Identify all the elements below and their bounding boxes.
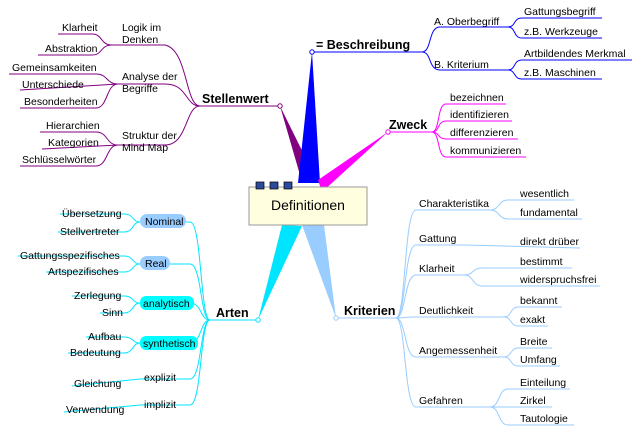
node-joint [385, 129, 391, 135]
item-gemeinsamkeiten[interactable]: Gemeinsamkeiten [12, 62, 97, 74]
item-breite[interactable]: Breite [520, 336, 548, 348]
branch-arten [258, 225, 302, 320]
item-identifizieren[interactable]: identifizieren [450, 109, 509, 121]
item-bekannt[interactable]: bekannt [520, 295, 557, 307]
item-gattungsbegriff[interactable]: Gattungsbegriff [524, 6, 596, 18]
item-zb-maschinen[interactable]: z.B. Maschinen [524, 67, 596, 79]
center-title: Definitionen [271, 197, 345, 213]
branch-kriterien [302, 225, 336, 318]
kriterien-group-gefahren[interactable]: Gefahren [419, 395, 463, 407]
branch-zweck [318, 132, 388, 192]
kriterien-group-gattung[interactable]: Gattung [419, 233, 457, 245]
arten-label[interactable]: Arten [216, 306, 249, 320]
item-gleichung[interactable]: Gleichung [74, 378, 121, 390]
stellenwert-group-logik-line2[interactable]: Denken [122, 34, 158, 46]
analytisch-badge [140, 296, 194, 310]
arten-group-explizit[interactable]: explizit [144, 372, 176, 384]
item-zb-werkzeuge[interactable]: z.B. Werkzeuge [524, 26, 598, 38]
item-widerspruchsfrei[interactable]: widerspruchsfrei [519, 274, 596, 286]
item-gattungsspezifisches[interactable]: Gattungsspezifisches [20, 250, 120, 262]
kriterien-group-charakteristika[interactable]: Charakteristika [419, 198, 489, 210]
beschreibung-label[interactable]: = Beschreibung [316, 38, 410, 52]
item-kategorien[interactable]: Kategorien [48, 137, 99, 149]
stellenwert-group-analyse-line1[interactable]: Analyse der [122, 71, 178, 83]
beschreibung-group-kriterium[interactable]: B. Kriterium [434, 59, 489, 71]
kriterien-group-angemessenheit[interactable]: Angemessenheit [419, 345, 497, 357]
node-joint [309, 49, 315, 55]
item-kommunizieren[interactable]: kommunizieren [450, 145, 521, 157]
arten-group-analytisch[interactable]: analytisch [143, 298, 190, 310]
item-verwendung[interactable]: Verwendung [66, 404, 125, 416]
arten-group-synthetisch[interactable]: synthetisch [143, 338, 196, 350]
node-joint [277, 103, 283, 109]
item-stellvertreter[interactable]: Stellvertreter [60, 226, 120, 238]
item-aufbau[interactable]: Aufbau [88, 331, 121, 343]
item-direkt-drueber[interactable]: direkt drüber [520, 236, 579, 248]
node-joint [255, 317, 261, 323]
item-zerlegung[interactable]: Zerlegung [74, 290, 121, 302]
stellenwert-group-struktur-line2[interactable]: Mind Map [122, 142, 168, 154]
item-schluesselwoerter[interactable]: Schlüsselwörter [22, 154, 97, 166]
item-bedeutung[interactable]: Bedeutung [70, 347, 121, 359]
item-exakt[interactable]: exakt [520, 314, 545, 326]
item-tautologie[interactable]: Tautologie [520, 413, 568, 425]
stellenwert-group-struktur-line1[interactable]: Struktur der [122, 130, 177, 142]
nominal-badge [140, 214, 186, 228]
real-badge [140, 256, 170, 270]
item-abstraktion[interactable]: Abstraktion [45, 43, 98, 55]
branch-beschreibung [298, 52, 320, 183]
kriterien-label[interactable]: Kriterien [344, 304, 395, 318]
item-artspezifisches[interactable]: Artspezifisches [48, 266, 119, 278]
item-klarheit[interactable]: Klarheit [62, 22, 98, 34]
item-hierarchien[interactable]: Hierarchien [46, 120, 100, 132]
item-zirkel[interactable]: Zirkel [520, 395, 546, 407]
center-node-handle [255, 181, 265, 190]
zweck-label[interactable]: Zweck [389, 118, 427, 132]
beschreibung-group-oberbegriff[interactable]: A. Oberbegriff [434, 16, 499, 28]
item-bezeichnen[interactable]: bezeichnen [450, 92, 504, 104]
arten-group-nominal[interactable]: Nominal [145, 216, 184, 228]
item-wesentlich[interactable]: wesentlich [519, 188, 569, 200]
item-sinn[interactable]: Sinn [102, 307, 123, 319]
stellenwert-label[interactable]: Stellenwert [202, 92, 270, 106]
item-besonderheiten[interactable]: Besonderheiten [24, 96, 98, 108]
stellenwert-group-logik-line1[interactable]: Logik im [122, 22, 161, 34]
node-joint [333, 315, 339, 321]
item-umfang[interactable]: Umfang [520, 354, 557, 366]
arten-group-real[interactable]: Real [145, 258, 167, 270]
item-einteilung[interactable]: Einteilung [520, 377, 566, 389]
item-artbildendes-merkmal[interactable]: Artbildendes Merkmal [524, 48, 626, 60]
item-uebersetzung[interactable]: Übersetzung [62, 208, 122, 220]
synthetisch-badge [140, 336, 198, 350]
stellenwert-group-analyse-line2[interactable]: Begriffe [122, 83, 158, 95]
item-fundamental[interactable]: fundamental [520, 207, 578, 219]
center-node-handle [283, 181, 293, 190]
center-node[interactable]: Definitionen [248, 181, 368, 226]
center-node-handle [269, 181, 279, 190]
item-differenzieren[interactable]: differenzieren [450, 127, 514, 139]
arten-group-implizit[interactable]: implizit [144, 399, 176, 411]
item-unterschiede[interactable]: Unterschiede [22, 79, 84, 91]
item-bestimmt[interactable]: bestimmt [520, 256, 563, 268]
kriterien-group-deutlichkeit[interactable]: Deutlichkeit [419, 305, 473, 317]
kriterien-group-klarheit[interactable]: Klarheit [419, 263, 455, 275]
